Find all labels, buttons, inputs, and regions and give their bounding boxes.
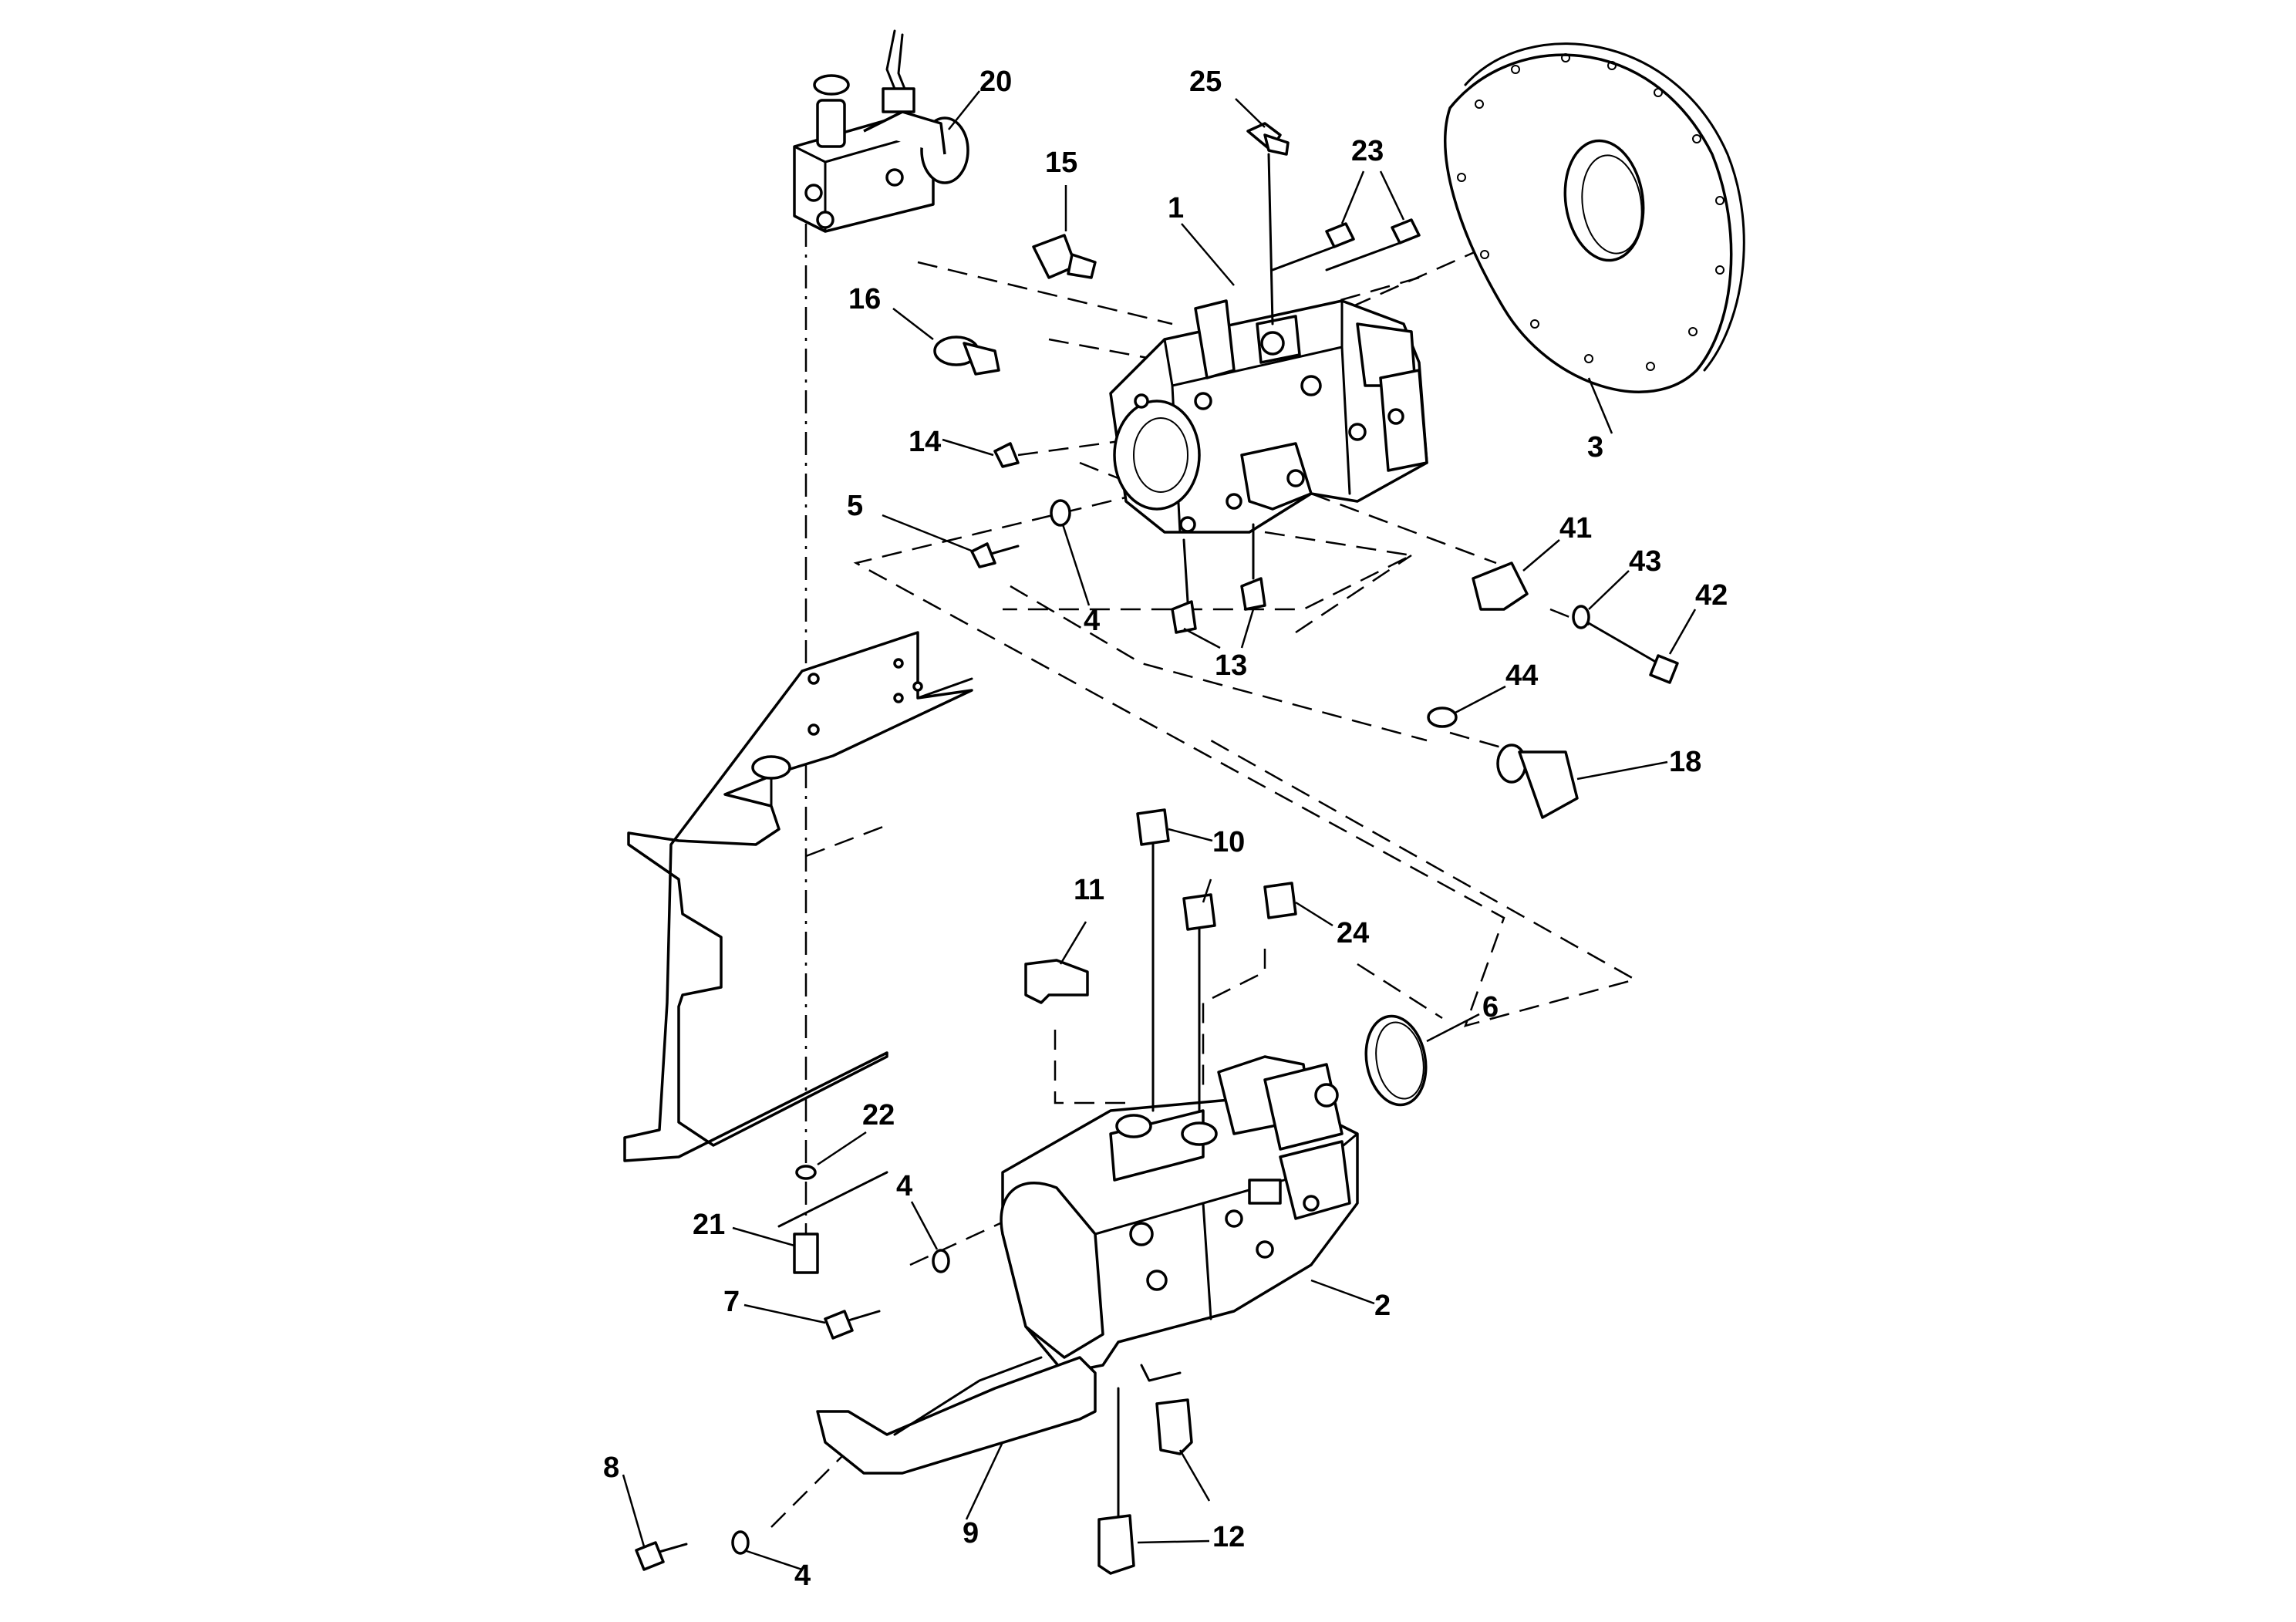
callout-22: 22 — [862, 1099, 895, 1131]
callout-labels: 20 25 15 1 23 16 14 5 4 13 3 41 43 42 44… — [603, 66, 1728, 1592]
callout-1: 1 — [1168, 192, 1184, 224]
callout-18: 18 — [1669, 746, 1701, 778]
callout-24: 24 — [1337, 917, 1369, 949]
callout-23: 23 — [1351, 135, 1384, 167]
upper-fittings — [933, 122, 1679, 819]
callout-4-lower: 4 — [794, 1560, 811, 1592]
callout-5: 5 — [847, 490, 863, 522]
callout-leaders — [622, 90, 1697, 1571]
frame-bracket — [623, 631, 973, 1228]
callout-16: 16 — [848, 283, 881, 315]
callout-14: 14 — [909, 426, 941, 458]
callout-10: 10 — [1212, 826, 1245, 858]
callout-11: 11 — [1074, 874, 1104, 906]
callout-43: 43 — [1629, 545, 1661, 578]
callout-25: 25 — [1189, 66, 1222, 98]
lower-hydraulic-pump — [1000, 1055, 1359, 1382]
callout-9: 9 — [963, 1517, 979, 1549]
callout-15: 15 — [1045, 147, 1077, 179]
callout-8: 8 — [603, 1452, 619, 1484]
callout-20: 20 — [979, 66, 1012, 98]
callout-41: 41 — [1559, 512, 1592, 545]
solenoid-valve — [793, 29, 969, 233]
callout-4-upper: 4 — [1084, 605, 1100, 637]
callout-13: 13 — [1215, 649, 1247, 682]
callout-6: 6 — [1482, 991, 1499, 1023]
upper-hydraulic-pump — [1109, 299, 1428, 534]
lower-fittings — [635, 808, 1428, 1575]
callout-12: 12 — [1212, 1521, 1245, 1553]
callout-2: 2 — [1374, 1290, 1391, 1322]
callout-44: 44 — [1505, 659, 1538, 692]
callout-42: 42 — [1695, 579, 1728, 612]
callout-4-middle: 4 — [896, 1170, 912, 1202]
flywheel-plate — [1444, 42, 1745, 393]
callout-7: 7 — [723, 1286, 740, 1318]
callout-21: 21 — [693, 1209, 725, 1241]
callout-3: 3 — [1587, 431, 1603, 464]
